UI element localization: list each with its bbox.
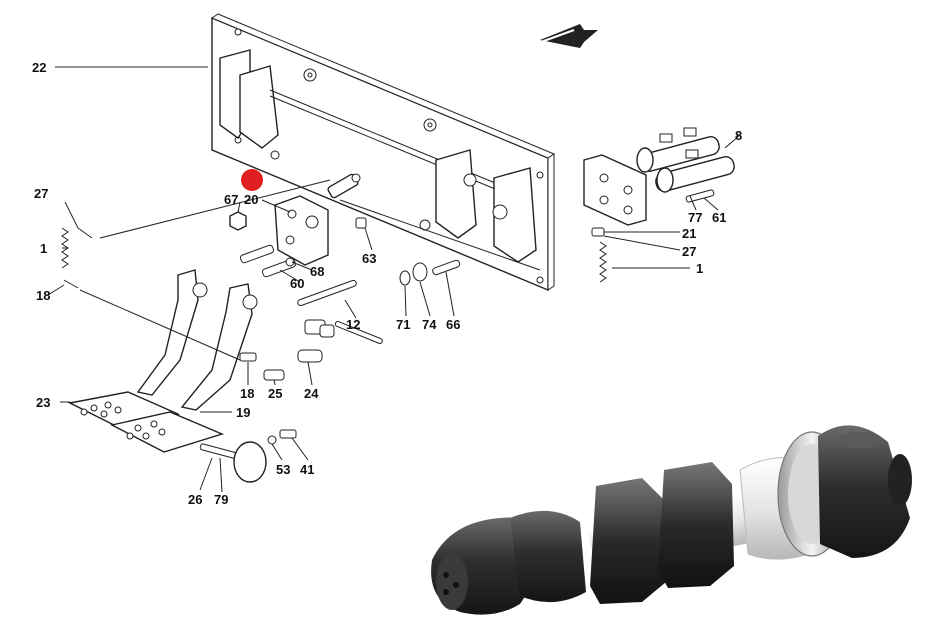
callout-8: 8 [735, 128, 742, 143]
callout-27-left: 27 [34, 186, 48, 201]
spring-right [599, 241, 607, 283]
callout-61: 61 [712, 210, 726, 225]
callout-63: 63 [362, 251, 376, 266]
callout-66: 66 [446, 317, 460, 332]
highlight-marker [241, 169, 263, 191]
callout-18-left: 18 [36, 288, 50, 303]
callout-labels: 22 8 27 67 20 1 63 68 60 18 12 71 74 66 … [32, 60, 742, 507]
callout-79: 79 [214, 492, 228, 507]
callout-60: 60 [290, 276, 304, 291]
callout-26: 26 [188, 492, 202, 507]
fasteners [63, 189, 715, 483]
callout-20: 20 [244, 192, 258, 207]
callout-71: 71 [396, 317, 410, 332]
callout-23: 23 [36, 395, 50, 410]
callout-25: 25 [268, 386, 282, 401]
callout-21: 21 [682, 226, 696, 241]
callout-1-left: 1 [40, 241, 47, 256]
callout-27-right: 27 [682, 244, 696, 259]
direction-arrow-icon [537, 23, 598, 48]
callout-1-right: 1 [696, 261, 703, 276]
callout-77: 77 [688, 210, 702, 225]
master-cylinder-assembly [583, 127, 735, 226]
callout-22: 22 [32, 60, 46, 75]
brake-light-switch-small [327, 173, 361, 199]
callout-74: 74 [422, 317, 437, 332]
callout-19: 19 [236, 405, 250, 420]
callout-18-lower: 18 [240, 386, 254, 401]
pedal-right [109, 283, 258, 453]
callout-68: 68 [310, 264, 324, 279]
callout-53: 53 [276, 462, 290, 477]
push-switch-photo [431, 425, 912, 615]
switch-bracket [274, 195, 329, 266]
callout-67: 67 [224, 192, 238, 207]
callout-24: 24 [304, 386, 319, 401]
callout-12: 12 [346, 317, 360, 332]
leader-lines [47, 66, 741, 493]
callout-41: 41 [300, 462, 314, 477]
pedal-bracket-upper [219, 49, 537, 263]
